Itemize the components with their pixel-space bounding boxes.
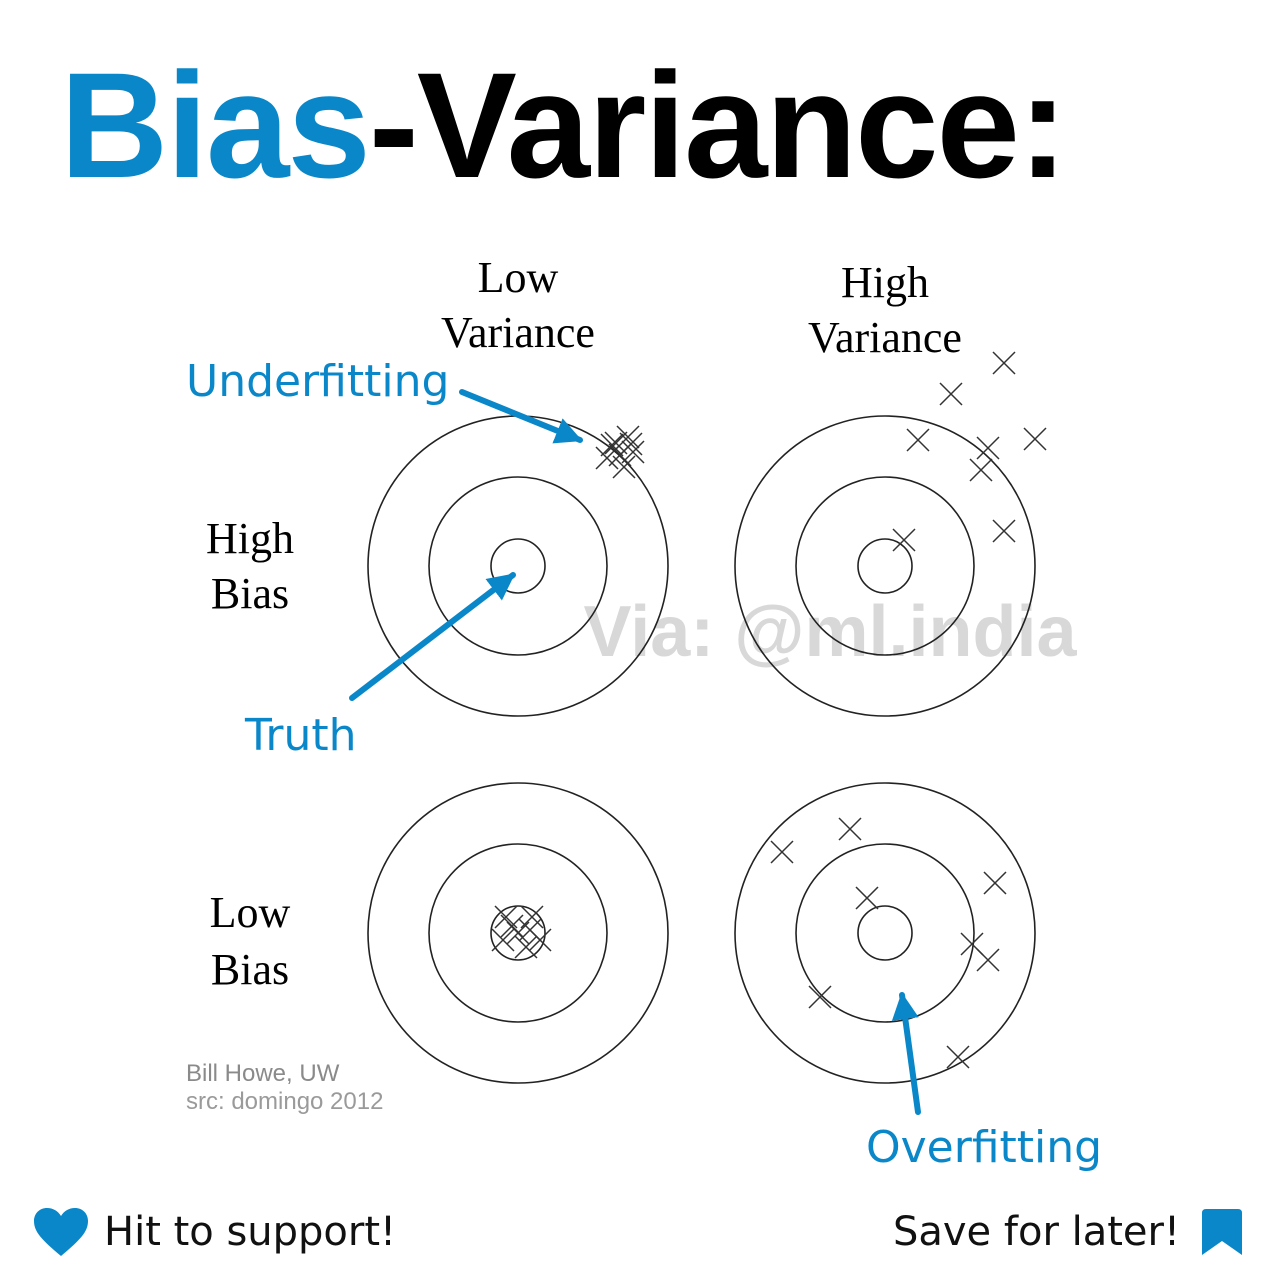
sample-mark-hb-hv xyxy=(992,519,1016,543)
sample-mark-lb-lv xyxy=(518,918,542,942)
sample-mark-lb-hv xyxy=(946,1045,970,1069)
bias-variance-diagram: Low Variance High Variance High Bias Low… xyxy=(186,253,1102,1173)
sample-mark-hb-lv xyxy=(619,432,643,456)
sample-mark-hb-hv xyxy=(992,351,1016,375)
sample-mark-lb-hv xyxy=(770,840,794,864)
sample-mark-hb-hv xyxy=(1023,427,1047,451)
overfitting-label: Overfitting xyxy=(866,1122,1102,1173)
underfitting-arrow xyxy=(459,389,583,444)
sample-mark-lb-hv xyxy=(855,886,879,910)
sample-mark-lb-hv xyxy=(808,985,832,1009)
sample-mark-lb-hv xyxy=(983,871,1007,895)
col-header-high-variance-line1: High xyxy=(841,258,929,307)
sample-mark-hb-hv xyxy=(969,458,993,482)
like-label: Hit to support! xyxy=(104,1209,397,1255)
target-low-bias-low-variance xyxy=(367,782,669,1084)
like-action[interactable]: Hit to support! xyxy=(32,1200,396,1264)
title-bias: Bias xyxy=(60,41,371,209)
sample-mark-hb-lv xyxy=(600,433,624,457)
col-header-low-variance-line1: Low xyxy=(478,253,559,302)
bookmark-icon[interactable] xyxy=(1200,1207,1244,1257)
sample-mark-lb-lv xyxy=(514,935,538,959)
heart-icon[interactable] xyxy=(32,1206,90,1258)
sample-mark-lb-lv xyxy=(500,914,524,938)
sample-mark-hb-hv xyxy=(976,436,1000,460)
title-variance: -Variance: xyxy=(368,41,1068,209)
overfitting-arrow xyxy=(891,992,921,1115)
row-header-low-bias-line1: Low xyxy=(210,888,291,937)
sample-mark-hb-hv xyxy=(906,428,930,452)
truth-arrow xyxy=(349,572,516,701)
sample-mark-lb-hv xyxy=(838,817,862,841)
col-header-low-variance-line2: Variance xyxy=(441,308,595,357)
sample-mark-hb-lv xyxy=(612,455,636,479)
credit-line2: src: domingo 2012 xyxy=(186,1088,383,1115)
watermark: Via: @ml.india xyxy=(584,592,1078,672)
target-low-bias-high-variance xyxy=(734,782,1036,1084)
truth-label: Truth xyxy=(244,710,357,761)
underfitting-label: Underfitting xyxy=(186,356,449,407)
save-action[interactable]: Save for later! xyxy=(893,1200,1244,1264)
row-header-high-bias-line2: Bias xyxy=(211,569,289,618)
sample-mark-hb-lv xyxy=(621,440,645,464)
sample-mark-hb-hv xyxy=(892,528,916,552)
sample-mark-hb-hv xyxy=(939,382,963,406)
save-label: Save for later! xyxy=(892,1209,1180,1255)
sample-mark-lb-hv xyxy=(976,948,1000,972)
credit-line1: Bill Howe, UW xyxy=(186,1060,340,1087)
target-high-bias-high-variance xyxy=(734,415,1036,717)
sample-mark-lb-lv xyxy=(491,928,515,952)
row-header-low-bias-line2: Bias xyxy=(211,945,289,994)
sample-mark-hb-lv xyxy=(595,446,619,470)
page-title: Bias-Variance: xyxy=(60,40,1068,210)
sample-mark-hb-lv xyxy=(616,425,640,449)
col-header-high-variance-line2: Variance xyxy=(808,313,962,362)
row-header-high-bias-line1: High xyxy=(206,514,294,563)
